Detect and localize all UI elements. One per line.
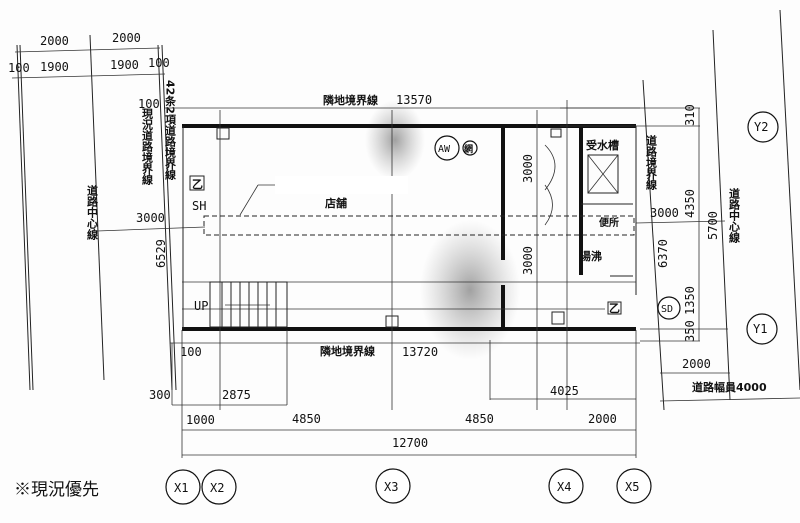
top-boundary-length: 13570 (396, 93, 432, 107)
grid-label-x3: X3 (384, 480, 398, 494)
top-dim: 2000 (40, 34, 69, 48)
bottom-dim: 4850 (465, 412, 494, 426)
water-tank-box (587, 154, 619, 194)
grid-bubble-x1 (165, 469, 201, 505)
grid-label-x1: X1 (174, 481, 188, 495)
top-boundary-label: 隣地境界線 (323, 93, 378, 107)
left-road-lines (11, 34, 177, 391)
dim-4350: 4350 (683, 189, 697, 218)
grid-bubble-x5 (616, 468, 652, 504)
bottom-dim: 4850 (292, 412, 321, 426)
shop-dashed-outline (203, 215, 635, 236)
aw-mark-icon (434, 135, 460, 161)
dim-1350: 1350 (683, 286, 697, 315)
grid-label-y1: Y1 (753, 322, 767, 336)
fire-door-mark (189, 175, 205, 191)
grid-bubble-x2 (201, 469, 237, 505)
bottom-dim: 2000 (588, 412, 617, 426)
fire-door-mark-right (607, 301, 622, 315)
grid-label-y2: Y2 (754, 120, 768, 134)
right-road-lines (560, 9, 800, 411)
dim-2000-right: 2000 (682, 357, 711, 371)
current-road-boundary-label: 現況道路境界線 (141, 108, 154, 186)
total-width-dim: 12700 (392, 436, 428, 450)
room-label-kitchen: 湯沸 (580, 249, 602, 263)
dim-350: 350 (683, 320, 697, 342)
bottom-dimension-lines (171, 330, 637, 458)
redaction-box (275, 176, 408, 194)
article42-road-boundary-label: 42条2項道路境界線 (164, 80, 178, 181)
dim-3000: 3000 (136, 211, 165, 225)
room-label-shop: 店舗 (325, 196, 347, 210)
dim-6370: 6370 (656, 239, 670, 268)
top-dim: 100 (8, 61, 30, 75)
dim-2875: 2875 (222, 388, 251, 402)
net-mark-text: 網 (464, 143, 473, 155)
road-width-label: 道路幅員4000 (692, 380, 767, 394)
top-dim: 2000 (112, 31, 141, 45)
grid-bubble-y1 (746, 313, 778, 345)
door-swing (544, 144, 556, 226)
grid-bubble-x3 (375, 468, 411, 504)
dim-100-bottom: 100 (180, 345, 202, 359)
grid-label-x2: X2 (210, 481, 224, 495)
handwritten-note: ※現況優先 (14, 480, 99, 500)
net-mark-icon (462, 140, 478, 156)
scan-smudge (365, 100, 425, 180)
dim-4025: 4025 (550, 384, 579, 398)
grid-bubble-y2 (747, 111, 779, 143)
sd-mark-text: SD (661, 304, 673, 315)
stairs-up-label: UP (194, 299, 208, 313)
grid-label-x4: X4 (557, 480, 571, 494)
grid-bubble-x4 (548, 468, 584, 504)
bottom-boundary-length: 13720 (402, 345, 438, 359)
grid-label-x5: X5 (625, 480, 639, 494)
dim-6529: 6529 (154, 239, 168, 268)
center-offset-line (96, 226, 206, 232)
dim-100: 100 (138, 97, 160, 111)
bottom-dim: 1000 (186, 413, 215, 427)
dim-3000-lower: 3000 (521, 246, 535, 275)
top-dim: 1900 (110, 58, 139, 72)
stairs (209, 281, 288, 328)
room-label-water-tank: 受水槽 (586, 138, 619, 152)
aw-mark-text: AW (438, 144, 451, 155)
dim-3000-upper: 3000 (521, 154, 535, 183)
right-road-boundary-label: 道路境界線 (645, 134, 658, 191)
sh-label: SH (192, 199, 206, 213)
grid-lines (182, 100, 636, 410)
top-dim: 100 (148, 56, 170, 70)
right-road-center-label: 道路中心線 (728, 187, 741, 244)
dim-5700: 5700 (706, 211, 720, 240)
scan-smudge (420, 220, 520, 360)
road-center-line-label: 道路中心線 (86, 184, 99, 241)
fire-door-mark-right-text: 乙 (609, 302, 620, 315)
bottom-boundary-label: 隣地境界線 (320, 344, 375, 358)
room-label-toilet: 便所 (599, 216, 619, 229)
fire-door-mark-text: 乙 (192, 178, 203, 191)
dim-310: 310 (683, 104, 697, 126)
dim-3000-right: 3000 (650, 206, 679, 220)
dim-300: 300 (149, 388, 171, 402)
top-dim: 1900 (40, 60, 69, 74)
leader-line (239, 184, 259, 216)
